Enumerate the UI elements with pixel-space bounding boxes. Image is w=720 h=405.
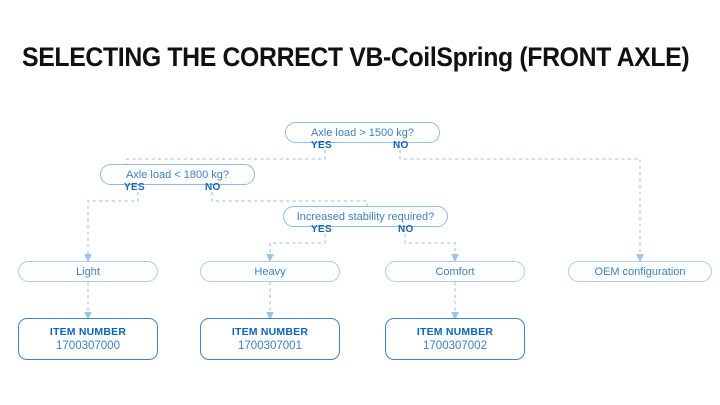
- result-node-light[interactable]: Light: [18, 261, 158, 282]
- item-number-value: 1700307000: [56, 340, 120, 352]
- branch-label-d2-no: NO: [205, 182, 221, 193]
- item-number-box-comfort[interactable]: ITEM NUMBER 1700307002: [385, 318, 525, 360]
- item-number-box-heavy[interactable]: ITEM NUMBER 1700307001: [200, 318, 340, 360]
- page-title: SELECTING THE CORRECT VB-CoilSpring (FRO…: [22, 42, 690, 72]
- edge-d3-yes: [266, 234, 326, 263]
- branch-label-d2-yes: YES: [124, 182, 145, 193]
- decision-label: Axle load < 1800 kg?: [125, 168, 230, 181]
- item-number-value: 1700307001: [238, 340, 302, 352]
- result-label: Comfort: [435, 265, 475, 278]
- item-number-header: ITEM NUMBER: [49, 326, 127, 338]
- decision-label: Axle load > 1500 kg?: [310, 126, 415, 139]
- decision-node-axle-load-1800[interactable]: Axle load < 1800 kg?: [100, 164, 255, 185]
- result-label: OEM configuration: [594, 265, 686, 278]
- decision-label: Increased stability required?: [296, 210, 435, 223]
- branch-label-d3-no: NO: [398, 224, 414, 235]
- result-node-heavy[interactable]: Heavy: [200, 261, 340, 282]
- item-number-header: ITEM NUMBER: [416, 326, 494, 338]
- branch-label-d3-yes: YES: [311, 224, 332, 235]
- item-number-value: 1700307002: [423, 340, 487, 352]
- item-number-box-light[interactable]: ITEM NUMBER 1700307000: [18, 318, 158, 360]
- edge-d1-no: [399, 150, 644, 263]
- edge-d3-no: [404, 234, 459, 263]
- branch-label-d1-yes: YES: [311, 140, 332, 151]
- result-node-oem-configuration[interactable]: OEM configuration: [568, 261, 712, 282]
- item-number-header: ITEM NUMBER: [231, 326, 309, 338]
- result-node-comfort[interactable]: Comfort: [385, 261, 525, 282]
- edge-d2-yes: [84, 192, 139, 263]
- decision-node-axle-load-1500[interactable]: Axle load > 1500 kg?: [285, 122, 440, 143]
- branch-label-d1-no: NO: [393, 140, 409, 151]
- decision-node-increased-stability[interactable]: Increased stability required?: [283, 206, 448, 227]
- result-label: Light: [76, 265, 100, 278]
- result-label: Heavy: [254, 265, 286, 278]
